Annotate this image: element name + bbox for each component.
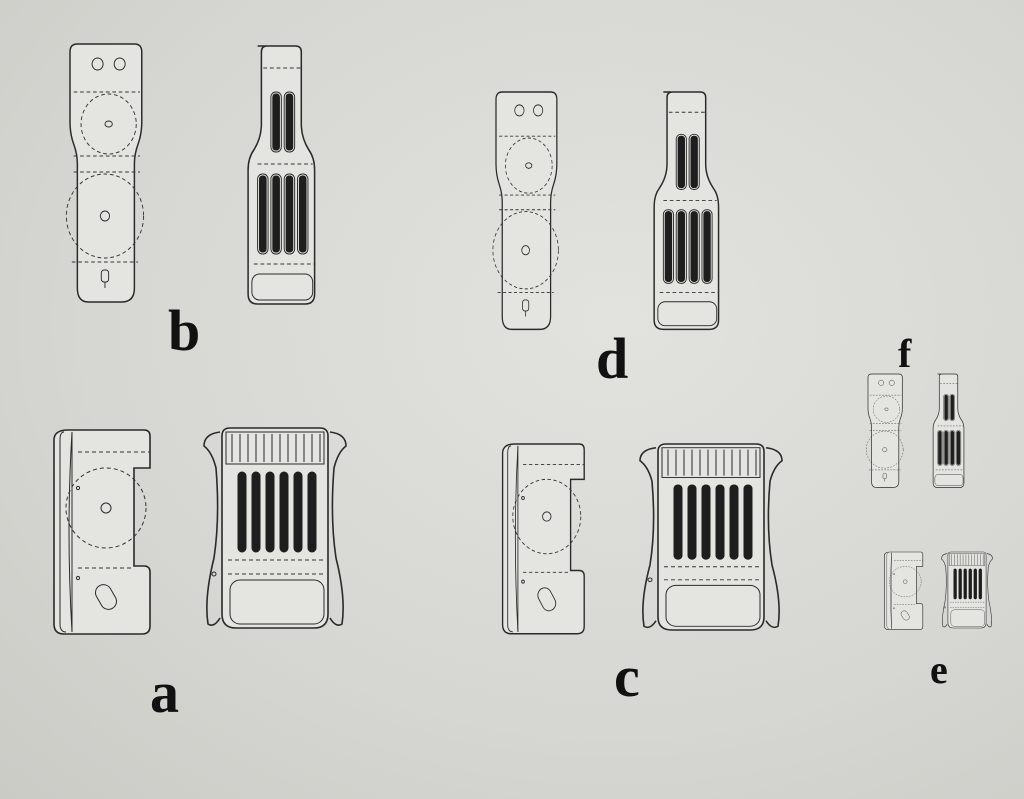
label-b: b	[168, 298, 201, 363]
part-e-body	[884, 551, 924, 630]
label-d: d	[596, 326, 629, 391]
part-b-body	[65, 43, 145, 303]
part-d-slots	[653, 91, 720, 331]
label-f: f	[898, 331, 912, 376]
part-d-body	[492, 91, 560, 331]
label-c: c	[614, 644, 640, 709]
part-a-body	[53, 429, 151, 635]
label-e: e	[930, 647, 948, 692]
part-a-slots	[203, 427, 347, 629]
label-a: a	[150, 660, 179, 725]
part-f-slots	[932, 373, 965, 488]
part-c-slots	[639, 443, 783, 631]
part-e-slots	[941, 551, 993, 629]
part-c-body	[501, 443, 585, 635]
part-f-body	[865, 373, 904, 488]
part-b-slots	[247, 45, 316, 305]
